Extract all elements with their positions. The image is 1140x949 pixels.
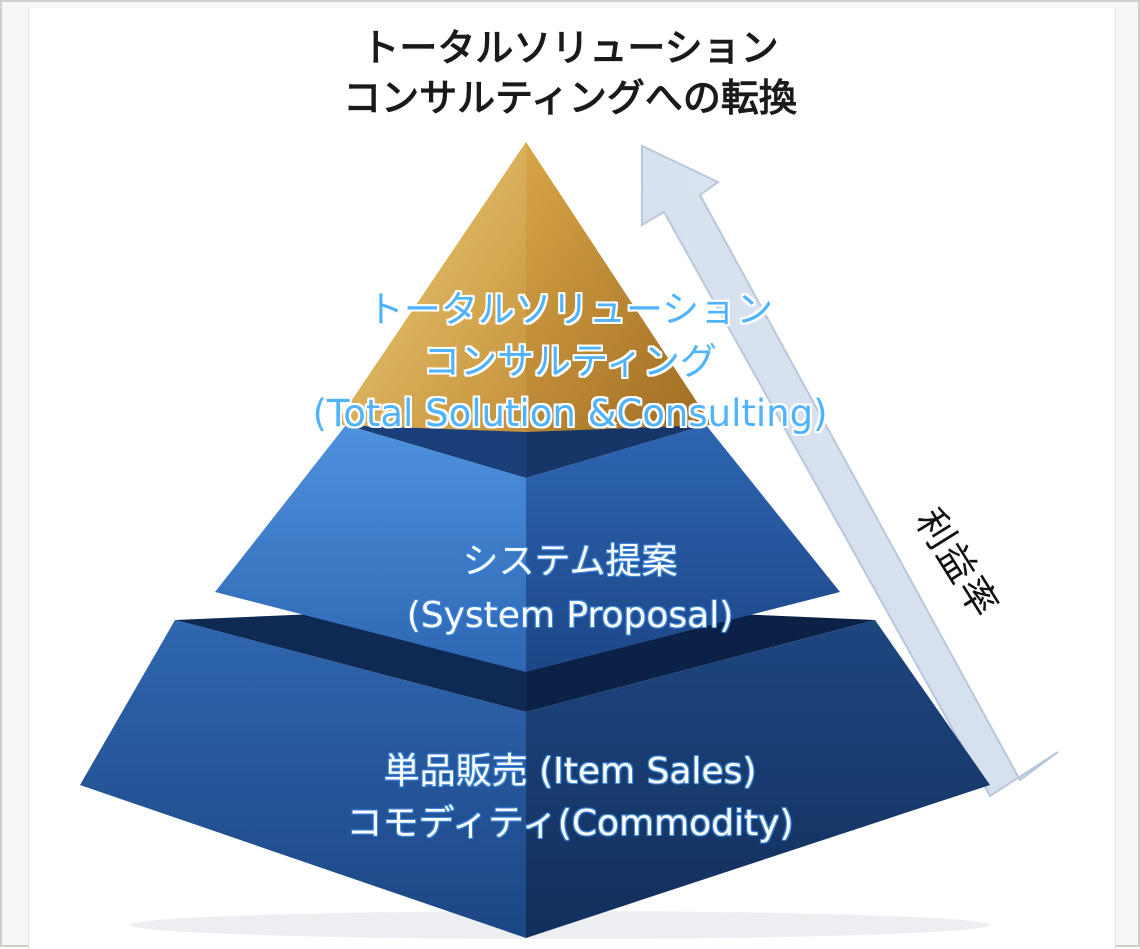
tier-top-label-line-2: コンサルティング — [423, 340, 717, 383]
tier-middle-label-line-1: システム提案 — [462, 541, 678, 582]
tier-bottom-label-line-2: コモディティ(Commodity) — [346, 803, 794, 844]
tier-top-label-line-3: (Total Solution &Consulting) — [312, 392, 828, 435]
diagram-title-line-1: トータルソリューション — [361, 26, 779, 70]
diagram-title-line-2: コンサルティングへの転換 — [343, 76, 797, 120]
tier-middle-label-line-2: (System Proposal) — [406, 595, 734, 636]
pyramid-tier-top — [335, 142, 712, 432]
tier-top-label-line-1: トータルソリューション — [366, 288, 774, 331]
tier-bottom-label-line-1: 単品販売 (Item Sales) — [383, 751, 757, 792]
profit-arrow — [641, 144, 1059, 798]
